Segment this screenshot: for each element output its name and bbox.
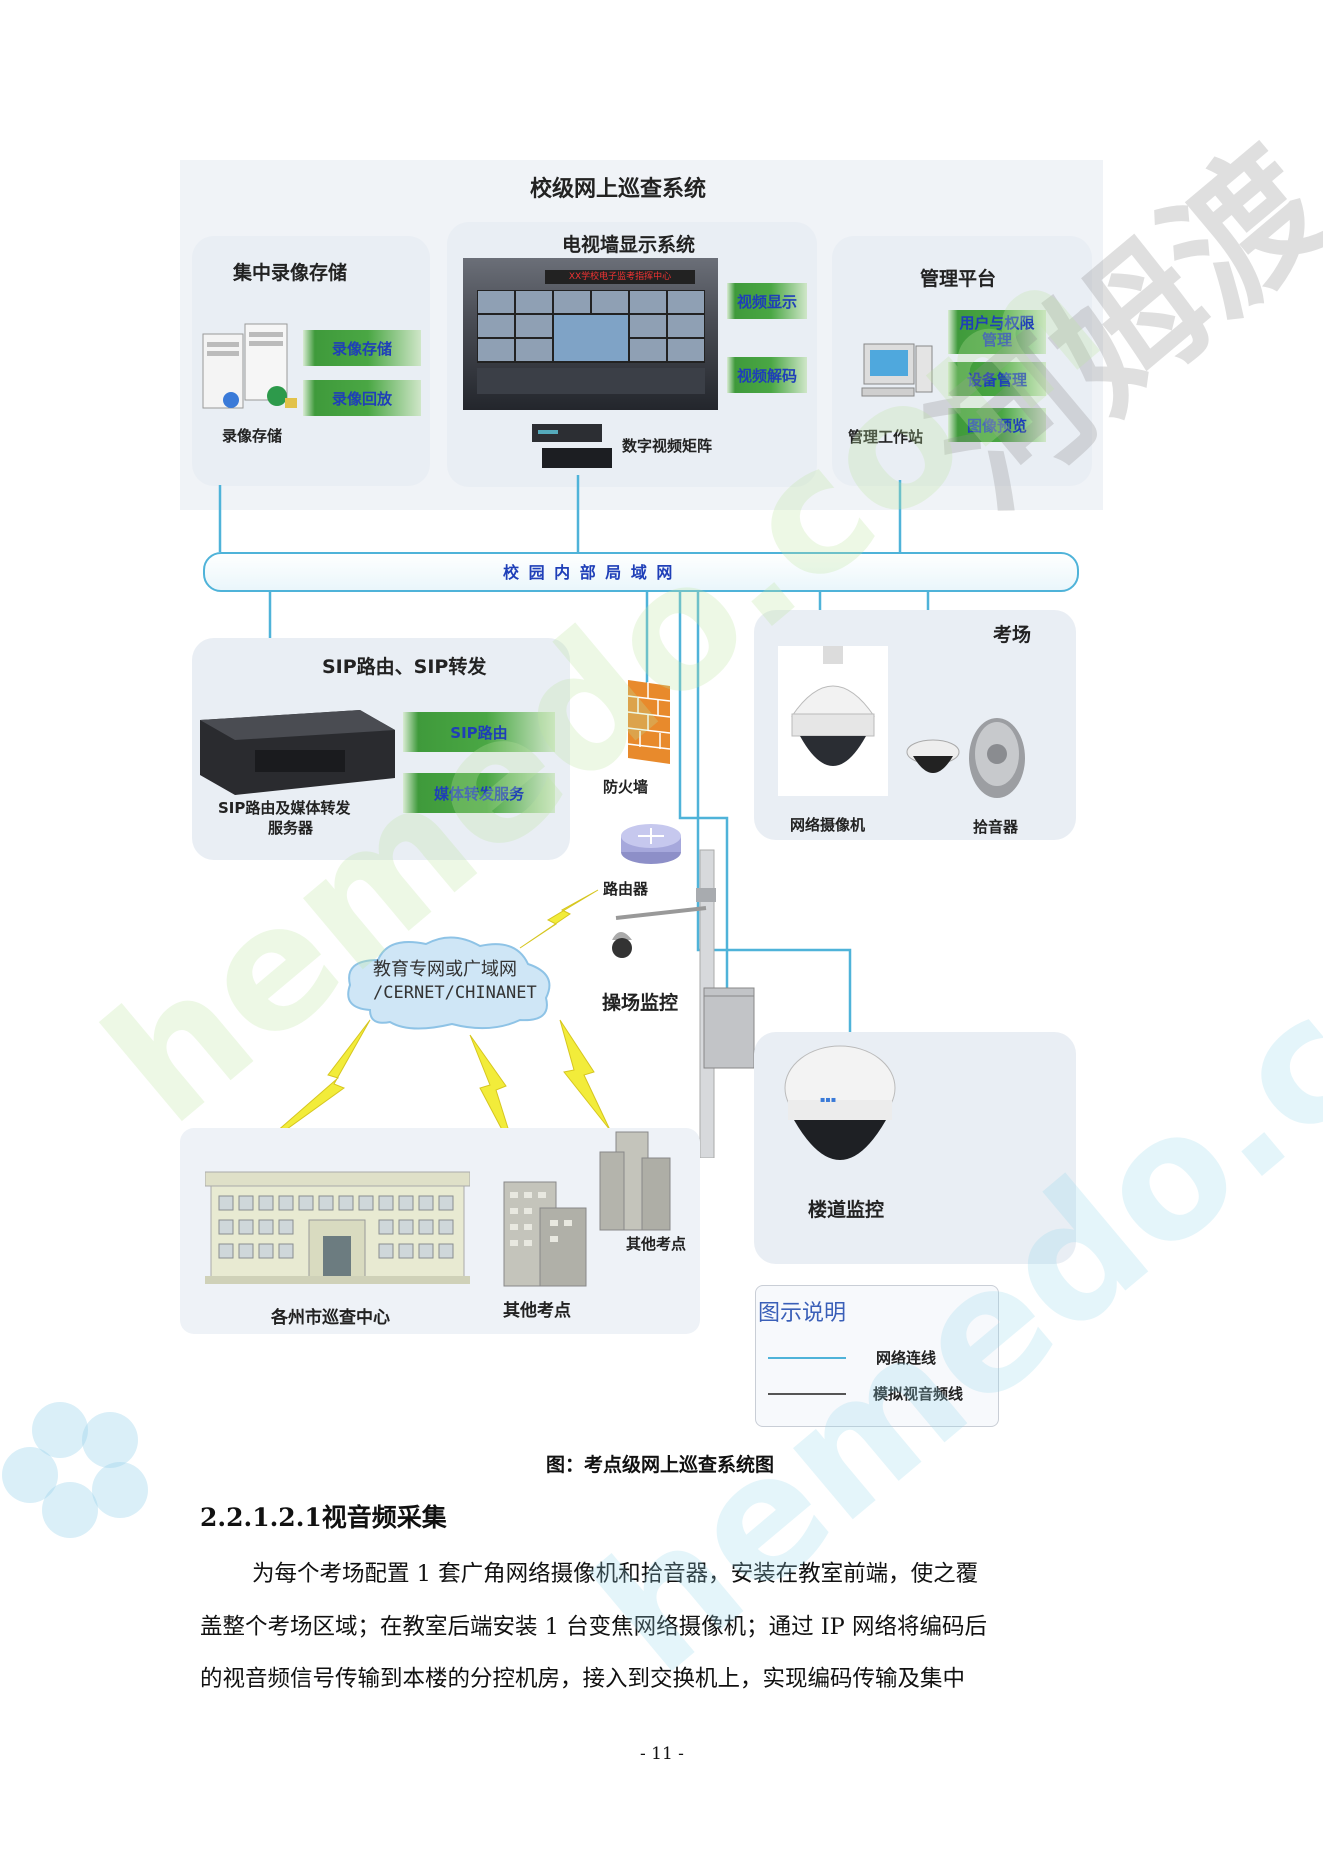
mgmt-btn-preview[interactable]: 图像预览	[948, 408, 1046, 442]
paragraph-line-1: 为每个考场配置 1 套广角网络摄像机和拾音器，安装在教室前端，使之覆	[252, 1561, 979, 1587]
camera-label: 网络摄像机	[790, 816, 866, 834]
mgmt-btn-permissions[interactable]: 用户与权限管理	[948, 310, 1046, 354]
page-number: - 11 -	[640, 1744, 684, 1764]
ptz-camera-icon	[778, 646, 888, 796]
tvwall-btn-display[interactable]: 视频显示	[727, 283, 807, 319]
storage-title: 集中录像存储	[233, 262, 348, 284]
screen-grid	[477, 290, 705, 394]
cloud-icon	[347, 936, 551, 1030]
pickup-icon	[969, 718, 1025, 798]
other-site-label-1: 其他考点	[503, 1301, 571, 1321]
watermark-flower-icon	[2, 1402, 148, 1538]
campus-system-title: 校级网上巡查系统	[530, 177, 707, 202]
sip-device-label-2: 服务器	[268, 819, 314, 837]
corridor-label: 楼道监控	[808, 1199, 885, 1221]
playground-pole-icon	[612, 849, 755, 1158]
figure-caption: 图：考点级网上巡查系统图	[546, 1454, 775, 1476]
tvwall-title: 电视墙显示系统	[562, 234, 696, 256]
firewall-label: 防火墙	[603, 778, 649, 796]
svg-text:▪▪▪: ▪▪▪	[820, 1095, 836, 1104]
mgmt-btn-device[interactable]: 设备管理	[948, 362, 1046, 396]
mgmt-title: 管理平台	[920, 268, 997, 290]
sip-title: SIP路由、SIP转发	[322, 656, 487, 678]
video-wall-banner: XX学校电子监考指挥中心	[545, 270, 695, 284]
cloud-label-2: /CERNET/CHINANET	[373, 983, 537, 1003]
tvwall-btn-decode[interactable]: 视频解码	[727, 357, 807, 393]
dome-camera-small-icon	[906, 739, 960, 773]
exam-room-title: 考场	[993, 624, 1032, 646]
server-icon	[202, 323, 297, 409]
storage-btn-playback[interactable]: 录像回放	[303, 380, 421, 416]
city-center-label: 各州市巡查中心	[271, 1308, 390, 1328]
legend-box	[755, 1285, 999, 1427]
sip-btn-media[interactable]: 媒体转发服务	[403, 773, 555, 813]
office-building-icon-1	[503, 1181, 587, 1287]
sip-device-label-1: SIP路由及媒体转发	[218, 799, 351, 817]
tvwall-device-label: 数字视频矩阵	[622, 437, 713, 455]
lan-bus	[203, 552, 1079, 592]
router-icon	[621, 824, 681, 864]
storage-btn-record[interactable]: 录像存储	[303, 330, 421, 366]
sip-btn-routing[interactable]: SIP路由	[403, 712, 555, 752]
pickup-label: 拾音器	[973, 818, 1019, 836]
legend-network-swatch	[768, 1357, 846, 1359]
paragraph-line-3: 的视音频信号传输到本楼的分控机房，接入到交换机上，实现编码传输及集中	[200, 1666, 966, 1692]
paragraph-line-2: 盖整个考场区域；在教室后端安装 1 台变焦网络摄像机；通过 IP 网络将编码后	[200, 1614, 987, 1640]
legend-analog-swatch	[768, 1393, 846, 1395]
legend-title: 图示说明	[758, 1301, 847, 1326]
mgmt-btn-permissions-label: 用户与权限管理	[959, 314, 1035, 349]
government-building-icon	[205, 1171, 470, 1284]
corridor-camera-icon: ▪▪▪	[784, 1045, 896, 1160]
mgmt-device-label: 管理工作站	[848, 428, 924, 446]
section-heading: 2.2.1.2.1视音频采集	[200, 1503, 447, 1532]
legend-network-label: 网络连线	[876, 1349, 937, 1367]
workstation-icon	[861, 343, 933, 397]
office-building-icon-2	[599, 1131, 671, 1231]
sip-server-icon	[200, 710, 395, 795]
firewall-icon	[627, 680, 671, 764]
playground-label: 操场监控	[602, 992, 679, 1014]
storage-device-label: 录像存储	[222, 427, 283, 445]
router-label: 路由器	[603, 880, 649, 898]
video-matrix-icon	[532, 424, 612, 468]
video-wall-image: XX学校电子监考指挥中心	[463, 258, 718, 410]
lan-label: 校 园 内 部 局 域 网	[503, 563, 675, 582]
other-site-label-2: 其他考点	[626, 1235, 687, 1253]
legend-analog-label: 模拟视音频线	[873, 1385, 964, 1403]
cloud-label-1: 教育专网或广域网	[373, 959, 517, 980]
